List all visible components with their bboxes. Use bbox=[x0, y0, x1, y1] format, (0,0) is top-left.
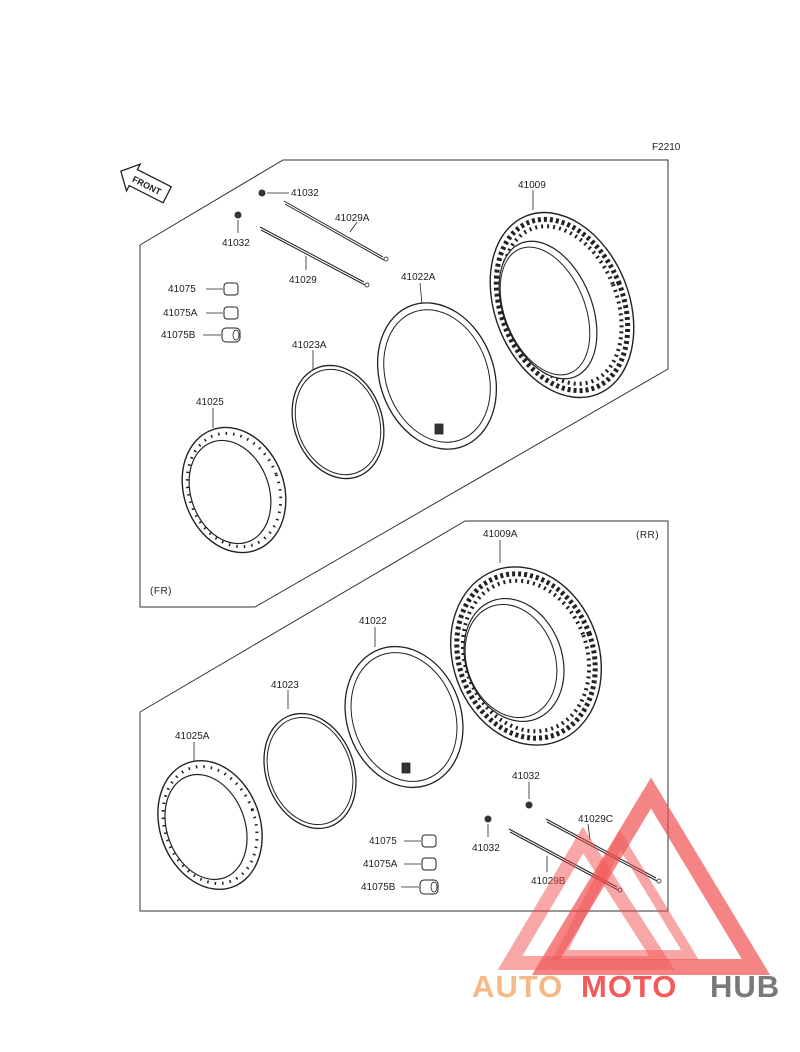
front-cap-41075 bbox=[206, 282, 239, 296]
label-41032-rear-upper: 41032 bbox=[512, 771, 540, 782]
label-41075-front: 41075 bbox=[168, 284, 196, 295]
front-spoke-41029 bbox=[259, 226, 370, 288]
label-41075A-front: 41075A bbox=[163, 308, 198, 319]
label-41029: 41029 bbox=[289, 275, 317, 286]
label-41075B-front: 41075B bbox=[161, 330, 196, 341]
front-section-label: (FR) bbox=[150, 586, 172, 597]
label-41029A: 41029A bbox=[335, 213, 370, 224]
rear-spoke-41029C bbox=[545, 818, 662, 884]
label-41032-front-top: 41032 bbox=[291, 188, 319, 199]
label-41029C: 41029C bbox=[578, 814, 613, 825]
front-rim bbox=[181, 426, 287, 554]
front-nipple-left bbox=[234, 211, 242, 233]
rear-cap-41075 bbox=[404, 834, 437, 848]
rear-tire bbox=[449, 566, 603, 746]
front-tube bbox=[376, 302, 498, 450]
rear-tube bbox=[344, 645, 464, 789]
label-41025: 41025 bbox=[196, 397, 224, 408]
diagram-code: F2210 bbox=[652, 142, 681, 153]
label-41023: 41023 bbox=[271, 680, 299, 691]
front-section-border bbox=[139, 159, 669, 608]
watermark-part3: HUB bbox=[710, 969, 780, 1004]
rear-section-border bbox=[139, 520, 669, 912]
label-41075B-rear: 41075B bbox=[361, 882, 396, 893]
front-spoke-41029A bbox=[283, 200, 389, 262]
label-41032-rear-lower: 41032 bbox=[472, 843, 500, 854]
front-rim-band bbox=[291, 364, 385, 480]
label-41022: 41022 bbox=[359, 616, 387, 627]
label-41023A: 41023A bbox=[292, 340, 327, 351]
rear-nipple-lower bbox=[484, 815, 492, 837]
front-tire bbox=[489, 211, 635, 399]
watermark-part1: AUTO bbox=[472, 969, 563, 1004]
label-41025A: 41025A bbox=[175, 731, 210, 742]
label-41032-front-left: 41032 bbox=[222, 238, 250, 249]
label-41009A: 41009A bbox=[483, 529, 518, 540]
label-41075A-rear: 41075A bbox=[363, 859, 398, 870]
front-cap-41075A bbox=[206, 306, 239, 320]
label-41009: 41009 bbox=[518, 180, 546, 191]
rear-rim bbox=[157, 759, 263, 891]
watermark-logo: AUTO MOTO HUB bbox=[472, 777, 780, 1004]
rear-cap-41075A bbox=[404, 857, 437, 871]
label-41075-rear: 41075 bbox=[369, 836, 397, 847]
rear-section-label: (RR) bbox=[636, 530, 659, 541]
rear-cap-41075B bbox=[401, 879, 439, 895]
front-arrow-icon: FRONT bbox=[120, 163, 173, 204]
rear-rim-band bbox=[263, 712, 357, 830]
front-nipple-top bbox=[258, 189, 289, 197]
label-41029B: 41029B bbox=[531, 876, 566, 887]
watermark-part2: MOTO bbox=[581, 969, 677, 1004]
front-cap-41075B bbox=[203, 327, 241, 343]
rear-nipple-upper bbox=[525, 782, 533, 809]
label-41022A: 41022A bbox=[401, 272, 436, 283]
